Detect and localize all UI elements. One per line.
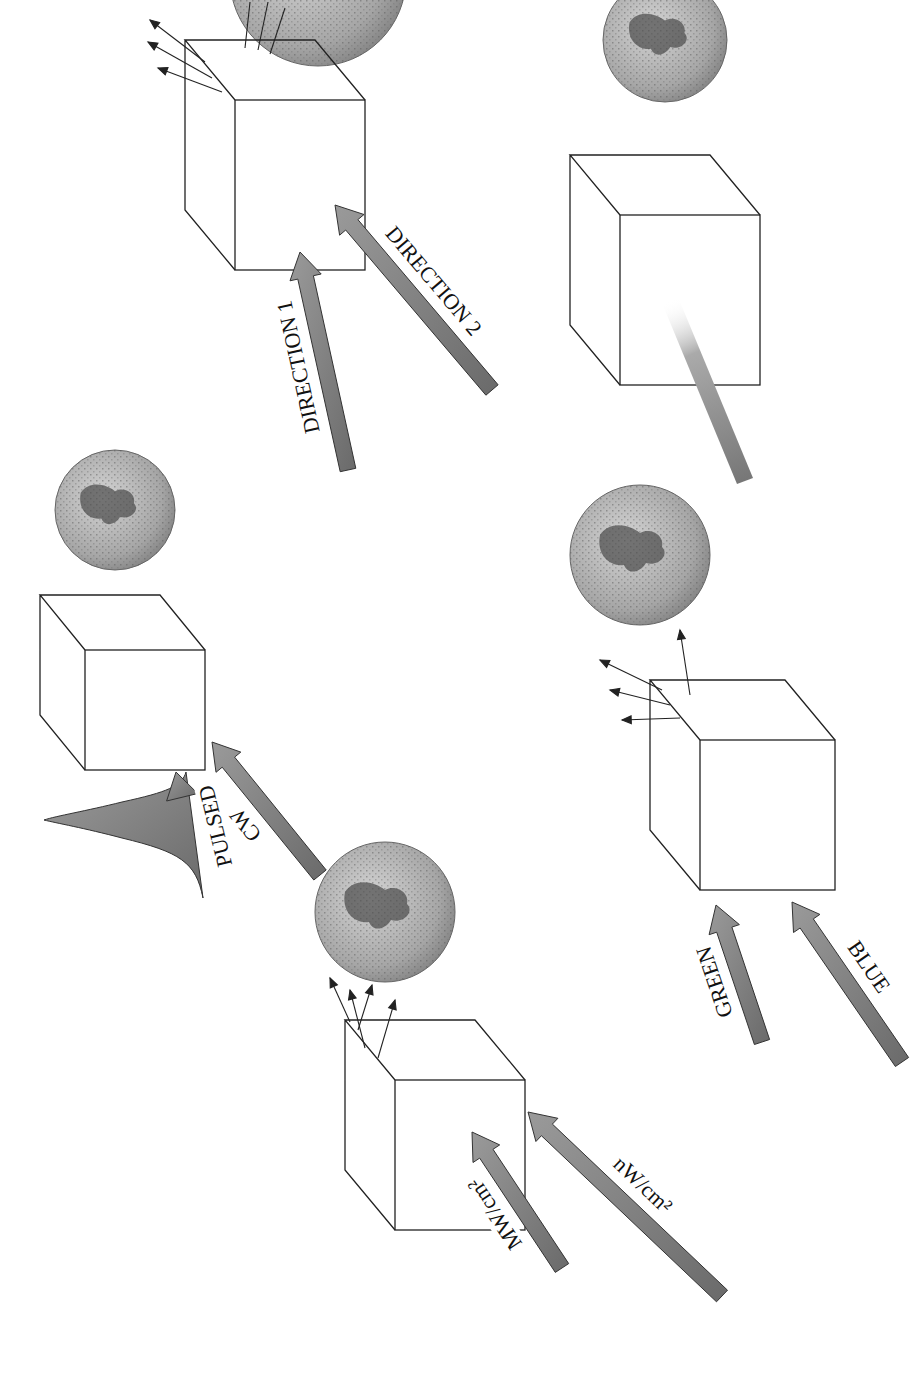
output-ray [158,68,222,92]
globe-texture [230,0,406,66]
crystal-cube [700,740,835,890]
output-ray [680,630,690,695]
laser-beam-arrow [528,1112,728,1302]
globe-texture [603,0,727,102]
earth-globe [230,0,406,66]
globe-texture [315,842,455,982]
ray-head [349,990,357,1000]
output-ray [150,20,205,62]
ray-head [389,1000,396,1010]
ray-head [148,42,158,50]
ray-head [622,716,631,724]
globe-texture [570,485,710,625]
output-ray [258,2,268,50]
ray-head [150,20,160,29]
cube-edge [570,155,760,385]
continent [344,882,409,928]
laser-beam-arrow [335,205,498,395]
cube-edge [650,680,835,890]
output-ray [245,2,250,48]
earth-globe [603,0,727,102]
ray-head [366,985,373,995]
output-ray [148,42,212,78]
continent [599,525,664,571]
earth-globe [570,485,710,625]
earth-globe [55,450,175,570]
crystal-cube [235,100,365,270]
globe-texture [55,450,175,570]
ray-head [158,68,168,75]
ray-head [610,688,620,696]
output-ray [270,8,285,54]
ray-head [678,630,686,640]
output-ray [358,985,372,1030]
output-ray [600,660,662,690]
cube-edge [40,595,205,770]
output-ray [330,978,350,1022]
ray-head [600,660,610,668]
continent [80,485,136,525]
light-beam [662,297,753,484]
ray-head [330,978,337,988]
pulse-shape [44,772,203,898]
laser-beam-arrow [792,902,909,1067]
earth-globe [315,842,455,982]
continent [629,14,687,55]
cube-edge [185,40,365,270]
crystal-cube [85,650,205,770]
